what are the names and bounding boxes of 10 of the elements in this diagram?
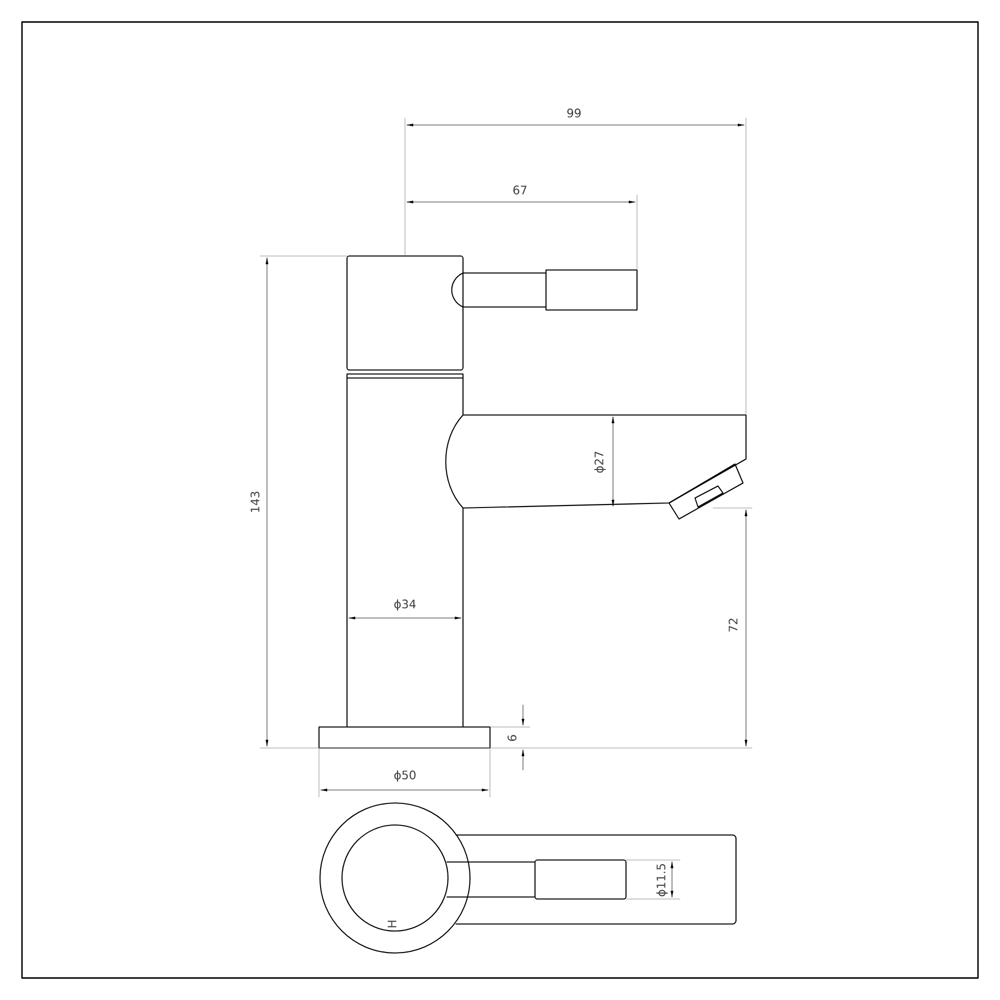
- dimension-label: 72: [728, 618, 738, 632]
- dimension-label: ϕ27: [594, 452, 606, 473]
- dimension-label: 99: [567, 108, 581, 118]
- dimension-label: 67: [513, 186, 526, 194]
- dimension-label: 6: [508, 735, 516, 741]
- dimension-label: ϕ50: [394, 770, 416, 782]
- dimension-label: H: [388, 920, 396, 928]
- dimension-label: 143: [250, 492, 260, 512]
- dimension-label: ϕ11.5: [656, 864, 668, 896]
- dimension-label: ϕ34: [394, 599, 416, 611]
